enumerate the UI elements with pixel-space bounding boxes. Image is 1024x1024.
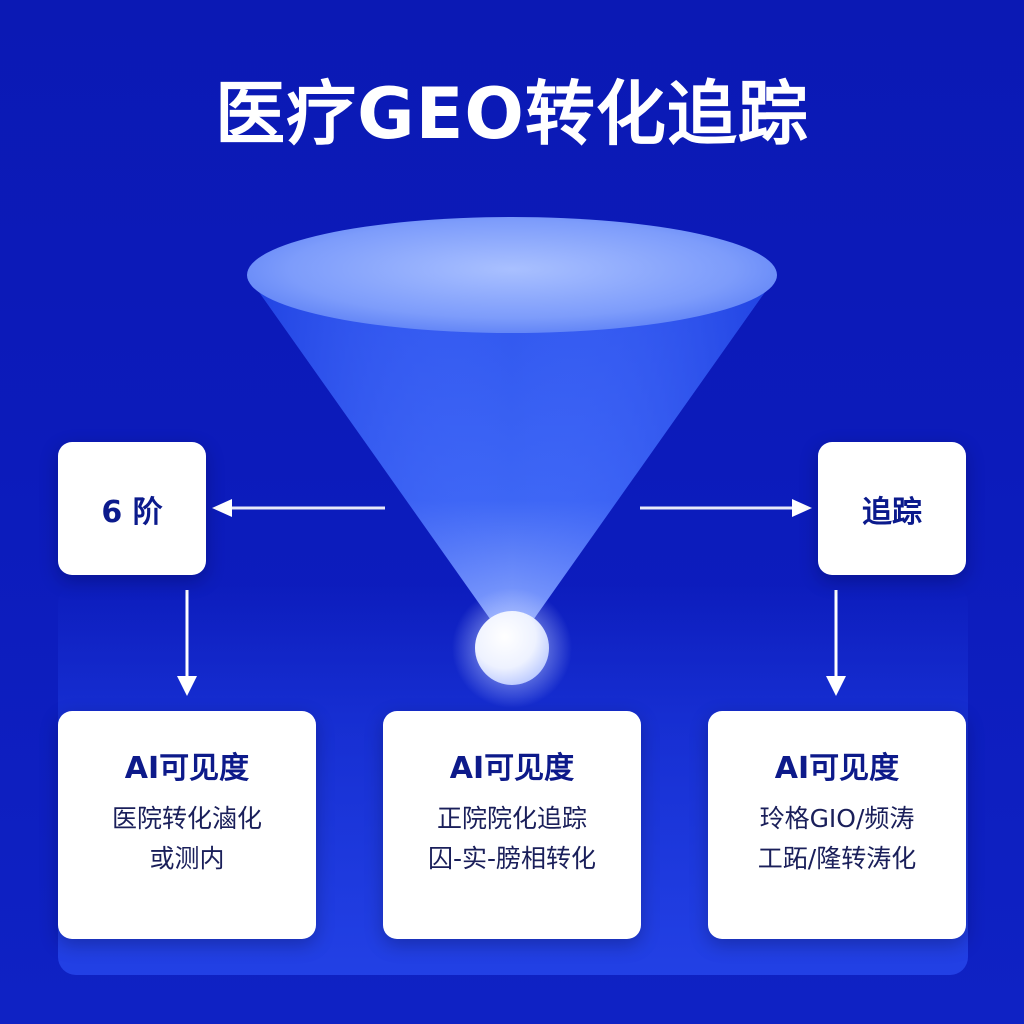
card-line: 或测内 bbox=[149, 844, 225, 873]
card-heading: AI可见度 bbox=[449, 751, 575, 786]
card-line: 工跖/隆转涛化 bbox=[757, 844, 917, 873]
glow-ball-icon bbox=[452, 588, 572, 708]
stage-tag-label: 6 阶 bbox=[101, 494, 163, 530]
tracking-tag-box: 追踪 bbox=[818, 442, 966, 575]
visibility-card: AI可见度 正院院化追踪 囚-实-膀相转化 bbox=[383, 711, 641, 939]
arrow-right-icon bbox=[640, 499, 812, 517]
card-line: 囚-实-膀相转化 bbox=[427, 844, 597, 873]
funnel-icon bbox=[247, 217, 777, 650]
visibility-card: AI可见度 玲格GIO/频涛 工跖/隆转涛化 bbox=[708, 711, 966, 939]
visibility-card: AI可见度 医院转化滷化 或测内 bbox=[58, 711, 316, 939]
arrow-down-icon bbox=[826, 590, 846, 696]
card-heading: AI可见度 bbox=[774, 751, 900, 786]
tracking-tag-label: 追踪 bbox=[862, 494, 922, 530]
arrow-left-icon bbox=[212, 499, 385, 517]
card-line: 玲格GIO/频涛 bbox=[759, 804, 915, 833]
page-title: 医疗GEO转化追踪 bbox=[215, 73, 809, 155]
arrow-down-icon bbox=[177, 590, 197, 696]
card-line: 医院转化滷化 bbox=[111, 804, 262, 833]
stage-tag-box: 6 阶 bbox=[58, 442, 206, 575]
card-line: 正院院化追踪 bbox=[436, 804, 587, 833]
card-heading: AI可见度 bbox=[124, 751, 250, 786]
